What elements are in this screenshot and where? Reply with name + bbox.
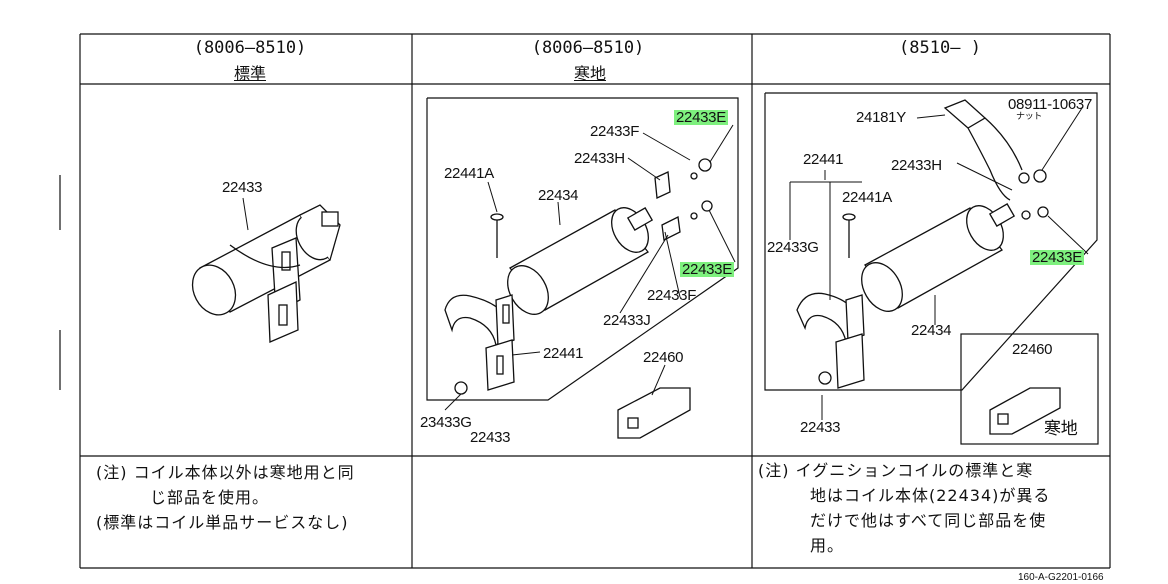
col3-note-line1: (注) イグニションコイルの標準と寒 xyxy=(758,461,1034,480)
col3-range: (8510— ) xyxy=(899,38,981,58)
col1-note-line3: (標準はコイル単品サービスなし) xyxy=(96,513,349,532)
col2-label-22441: 22441 xyxy=(543,345,584,362)
col2-label-22460: 22460 xyxy=(643,349,684,366)
col2-label-22433e-top: 22433E xyxy=(674,109,728,126)
col2-label-22433f-bot: 22433F xyxy=(647,287,697,304)
col1-note-line1: (注) コイル本体以外は寒地用と同 xyxy=(96,463,355,482)
col3-label-22433e: 22433E xyxy=(1030,249,1084,266)
col3-note-line3: だけで他はすべて同じ部品を使 xyxy=(810,511,1047,530)
col3-label-22433: 22433 xyxy=(800,419,841,436)
col3-label-22460: 22460 xyxy=(1012,341,1053,358)
col2-range: (8006—8510) xyxy=(531,38,645,58)
col3-note-line4: 用。 xyxy=(810,536,845,555)
col2-label-22441a: 22441A xyxy=(444,165,494,182)
col3-label-22441: 22441 xyxy=(803,151,844,168)
col2-label-22434: 22434 xyxy=(538,187,579,204)
col2-label-22433: 22433 xyxy=(470,429,511,446)
col2-label-22433h: 22433H xyxy=(574,150,625,167)
col2-variant: 寒地 xyxy=(573,64,606,83)
col1-note-line2: じ部品を使用。 xyxy=(150,488,270,507)
col3-label-22441a: 22441A xyxy=(842,189,892,206)
col3-label-22433g: 22433G xyxy=(767,239,819,256)
col3-note-line2: 地はコイル本体(22434)が異る xyxy=(810,486,1051,505)
document-code: 160-A-G2201-0166 xyxy=(1018,572,1104,583)
col3-label-22434: 22434 xyxy=(911,322,952,339)
col2-label-22433j: 22433J xyxy=(603,312,651,329)
col3-label-nut: ナット xyxy=(1016,111,1043,121)
col1-variant: 標準 xyxy=(233,64,266,83)
col2-label-23433g: 23433G xyxy=(420,414,472,431)
col3-label-08911-10637: 08911-10637 xyxy=(1008,96,1093,113)
col3-label-22433h: 22433H xyxy=(891,157,942,174)
col1-range: (8006—8510) xyxy=(193,38,307,58)
col3-label-24181y: 24181Y xyxy=(856,109,906,126)
col3-resistor-variant: 寒地 xyxy=(1044,419,1078,438)
col2-label-22433f-top: 22433F xyxy=(590,123,640,140)
col1-coil-label: 22433 xyxy=(222,179,263,196)
col2-label-22433e-mid: 22433E xyxy=(680,261,734,278)
